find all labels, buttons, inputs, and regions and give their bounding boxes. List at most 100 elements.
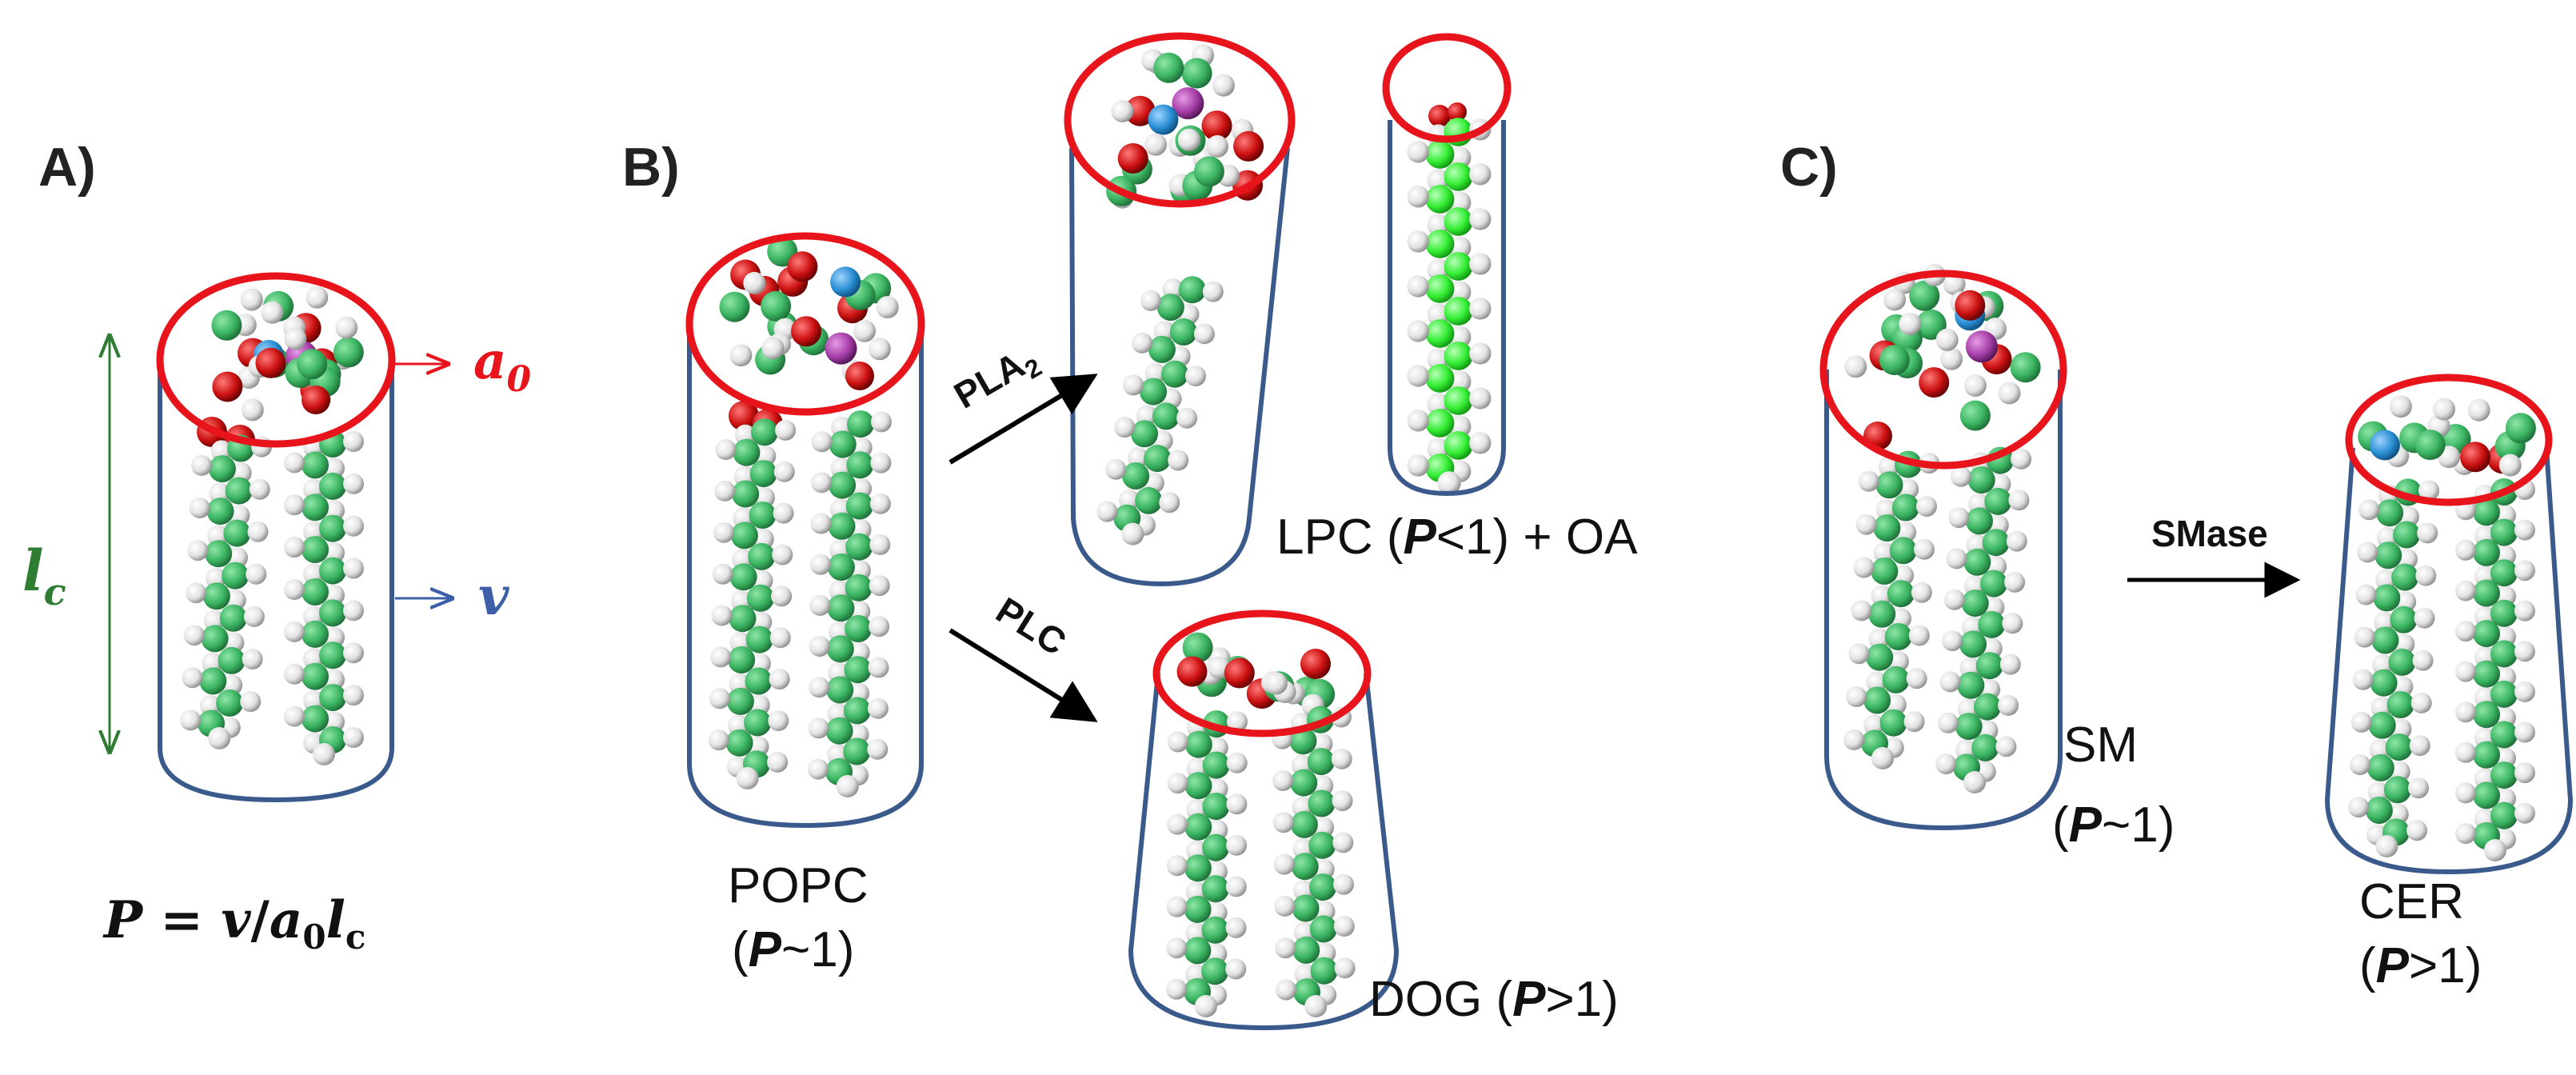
oxygen-atom bbox=[1955, 290, 1986, 321]
carbon-atom bbox=[1879, 709, 1907, 737]
carbon-atom bbox=[319, 684, 346, 712]
hydrogen-atom bbox=[284, 452, 305, 474]
hydrogen-atom bbox=[1225, 958, 1247, 980]
hydrogen-atom bbox=[1176, 407, 1198, 429]
hydrogen-atom bbox=[867, 697, 889, 719]
carbon-atom bbox=[208, 455, 236, 483]
oxygen-atom bbox=[2460, 442, 2490, 473]
hydrogen-atom bbox=[2455, 782, 2476, 804]
hydrogen-atom bbox=[713, 522, 734, 543]
hydrogen-atom bbox=[2410, 692, 2432, 713]
carbon-atom bbox=[302, 578, 329, 605]
hydrogen-atom bbox=[284, 494, 305, 516]
carbon-atom bbox=[829, 471, 857, 499]
carbon-atom bbox=[2490, 801, 2518, 829]
sm-label: SM bbox=[2063, 717, 2138, 773]
hydrogen-atom bbox=[1272, 770, 1294, 791]
hydrogen-atom bbox=[808, 758, 829, 780]
hydrogen-atom bbox=[1166, 855, 1188, 877]
hydrogen-atom bbox=[207, 525, 229, 546]
carbon-atom bbox=[2386, 691, 2414, 718]
carbon-atom bbox=[1184, 937, 1212, 965]
carbon-atom bbox=[2473, 498, 2500, 526]
hydrogen-atom bbox=[1848, 643, 1870, 665]
hydrogen-atom bbox=[1908, 625, 1930, 646]
hydrogen-atom bbox=[242, 649, 263, 669]
carbon-atom bbox=[2414, 430, 2446, 461]
headgroup-ring-oa bbox=[1382, 33, 1512, 143]
hydrogen-atom bbox=[2514, 641, 2535, 662]
hydrogen-atom bbox=[714, 480, 736, 502]
hydrogen-atom bbox=[2484, 839, 2506, 861]
carbon-atom bbox=[1961, 589, 1989, 617]
lpc-oa-label: LPC (P<1) + OA bbox=[1276, 510, 1638, 565]
carbon-atom bbox=[749, 502, 777, 529]
carbon-atom bbox=[2376, 499, 2404, 527]
hydrogen-atom bbox=[187, 540, 209, 561]
hydrogen-atom bbox=[1855, 514, 1877, 535]
oxygen-atom bbox=[787, 251, 818, 282]
carbon-atom bbox=[216, 689, 244, 717]
hydrogen-atom bbox=[1333, 916, 1355, 937]
hydrogen-atom bbox=[205, 567, 226, 589]
hydrogen-atom bbox=[1437, 471, 1461, 495]
hydrogen-atom bbox=[775, 419, 797, 441]
hydrogen-atom bbox=[2008, 490, 2030, 511]
carbon-atom bbox=[1289, 727, 1317, 755]
hydrogen-atom bbox=[1914, 538, 1935, 560]
carbon-atom bbox=[1425, 319, 1455, 348]
hydrogen-atom bbox=[284, 537, 305, 558]
carbon-atom bbox=[202, 582, 230, 610]
hydrogen-atom bbox=[1999, 653, 2021, 675]
hydrogen-atom bbox=[343, 431, 364, 452]
hydrogen-atom bbox=[1226, 834, 1248, 856]
carbon-atom bbox=[2473, 620, 2500, 648]
hydrogen-atom bbox=[1858, 470, 1879, 492]
hydrogen-atom bbox=[1304, 995, 1328, 1017]
hydrogen-atom bbox=[1185, 366, 1206, 386]
carbon-atom bbox=[1184, 813, 1212, 841]
hydrogen-atom bbox=[876, 296, 899, 319]
carbon-atom bbox=[1963, 548, 1991, 576]
carbon-atom bbox=[1309, 915, 1337, 943]
carbon-atom bbox=[1144, 445, 1172, 473]
hydrogen-atom bbox=[1940, 347, 1963, 370]
hydrogen-atom bbox=[810, 553, 831, 575]
carbon-atom bbox=[1184, 730, 1212, 758]
hydrogen-atom bbox=[809, 677, 830, 698]
carbon-atom bbox=[761, 290, 792, 322]
carbon-atom bbox=[2505, 413, 2536, 444]
carbon-atom bbox=[1135, 486, 1163, 514]
hydrogen-atom bbox=[1851, 600, 1872, 621]
hydrogen-atom bbox=[1469, 163, 1492, 186]
carbon-atom bbox=[1444, 386, 1473, 415]
hydrogen-atom bbox=[1167, 773, 1188, 794]
carbon-atom bbox=[845, 533, 873, 561]
carbon-atom bbox=[1169, 318, 1197, 346]
popc-label: POPC bbox=[728, 858, 869, 913]
carbon-atom bbox=[1884, 623, 1912, 650]
hydrogen-atom bbox=[1264, 672, 1288, 695]
carbon-atom bbox=[1891, 494, 1919, 522]
hydrogen-atom bbox=[2455, 539, 2476, 561]
carbon-atom bbox=[302, 536, 329, 564]
carbon-atom bbox=[333, 337, 364, 368]
hydrogen-atom bbox=[1963, 374, 1987, 397]
hydrogen-atom bbox=[711, 605, 733, 626]
hydrogen-atom bbox=[343, 727, 364, 748]
carbon-atom bbox=[827, 594, 855, 622]
hydrogen-atom bbox=[1212, 74, 1235, 97]
hydrogen-atom bbox=[2455, 823, 2476, 844]
hydrogen-atom bbox=[1332, 832, 1354, 853]
hydrogen-atom bbox=[743, 271, 766, 294]
headgroup-ring-cer bbox=[2345, 374, 2553, 506]
carbon-atom bbox=[826, 635, 854, 663]
hydrogen-atom bbox=[1935, 328, 1959, 351]
hydrogen-atom bbox=[1469, 208, 1492, 230]
cylinder-outline-a bbox=[158, 370, 394, 802]
hydrogen-atom bbox=[2357, 541, 2378, 563]
hydrogen-atom bbox=[1871, 585, 1892, 606]
hydrogen-atom bbox=[1275, 937, 1296, 959]
carbon-atom bbox=[729, 563, 757, 591]
carbon-atom bbox=[1425, 409, 1455, 438]
